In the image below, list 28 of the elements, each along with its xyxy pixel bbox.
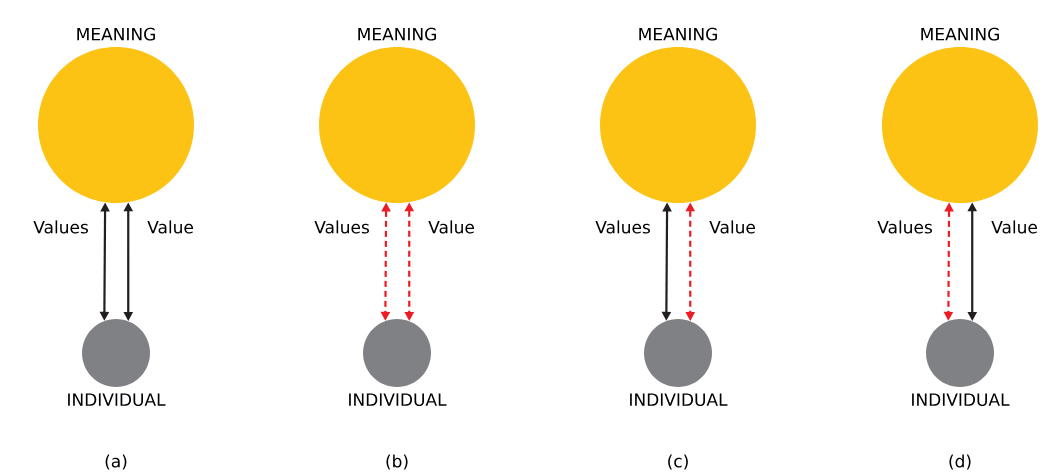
panel-caption: (c)	[668, 454, 688, 470]
circle-label: MEANING	[921, 27, 999, 41]
panel-caption: (b)	[386, 454, 408, 470]
edge-label: Value	[991, 220, 1037, 234]
panel-caption: (d)	[949, 454, 971, 470]
circle-label: MEANING	[358, 27, 436, 41]
circle-label: INDIVIDUAL	[630, 393, 728, 406]
edge-label: Values	[314, 220, 369, 234]
circle-label: INDIVIDUAL	[349, 393, 447, 406]
individual-circle	[349, 319, 447, 406]
meaning-circle	[882, 27, 1038, 203]
edge-label: Value	[709, 220, 755, 234]
edge-label: Values	[33, 220, 88, 234]
individual-circle	[912, 319, 1010, 406]
circle-label: INDIVIDUAL	[912, 393, 1010, 406]
edge-label: Value	[147, 220, 193, 234]
meaning-circle	[38, 27, 194, 203]
circle-label: MEANING	[77, 27, 155, 41]
circle-label: MEANING	[639, 27, 717, 41]
edge-label: Values	[877, 220, 932, 234]
individual-circle	[630, 319, 728, 406]
meaning-circle	[600, 27, 756, 203]
edge-label: Values	[595, 220, 650, 234]
edge-label: Value	[428, 220, 474, 234]
individual-circle	[68, 319, 166, 406]
circle-label: INDIVIDUAL	[68, 393, 166, 406]
meaning-circle	[319, 27, 475, 203]
panel-caption: (a)	[105, 454, 127, 470]
